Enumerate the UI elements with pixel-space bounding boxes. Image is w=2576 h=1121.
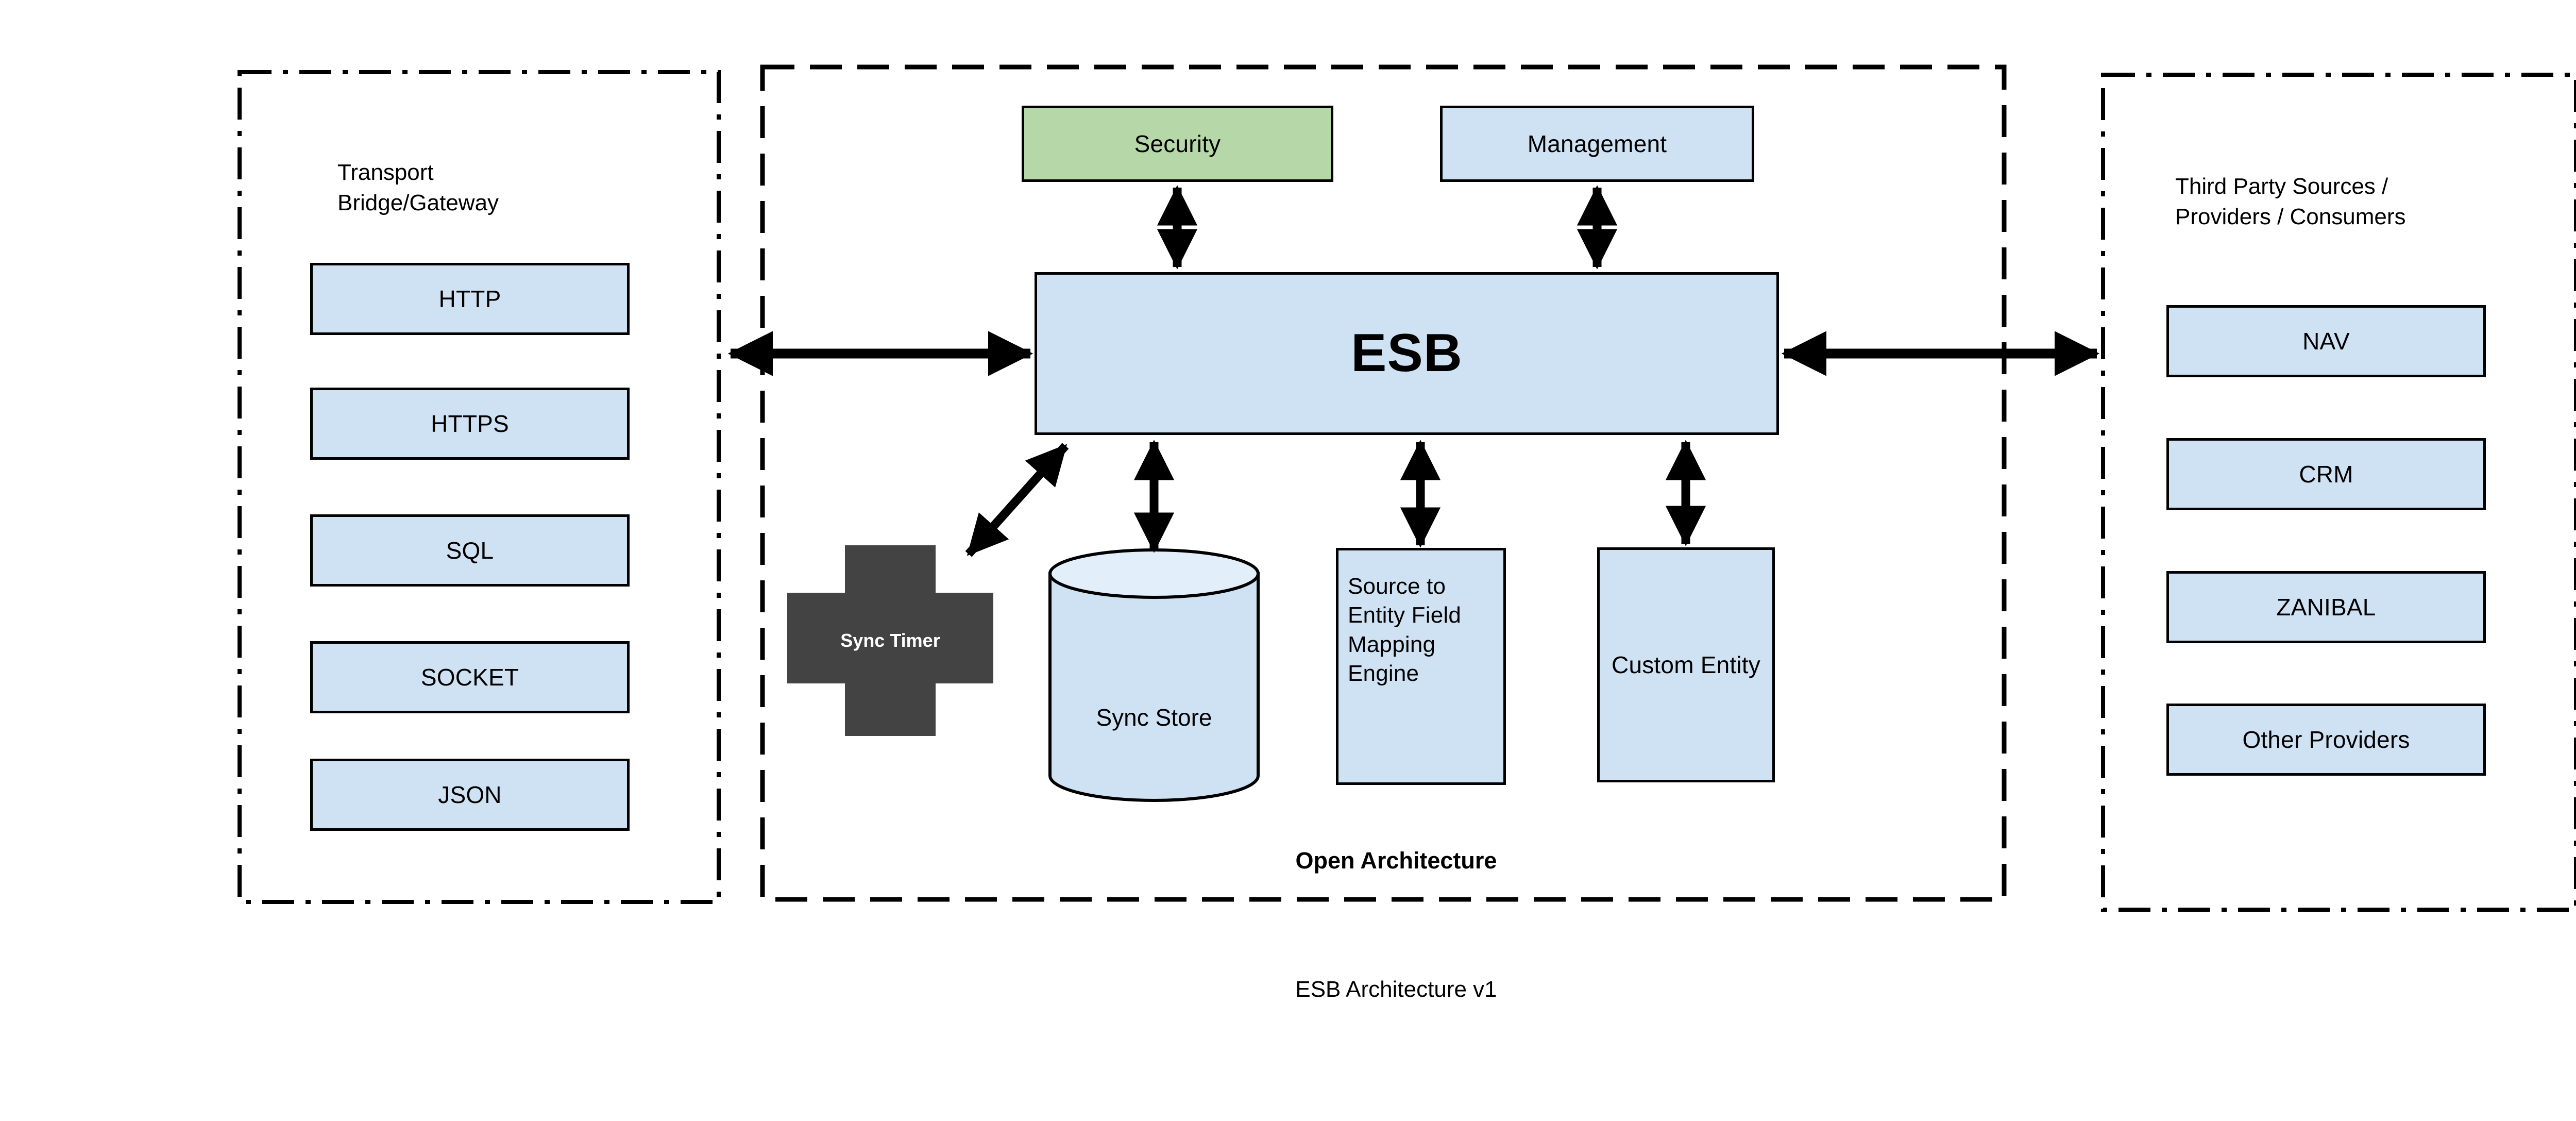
transport-item-json[interactable]: JSON — [310, 759, 630, 831]
center-panel-footer: Open Architecture — [1295, 847, 1497, 874]
right-panel-border — [2101, 73, 2576, 912]
transport-item-socket[interactable]: SOCKET — [310, 641, 630, 713]
provider-item-crm[interactable]: CRM — [2166, 438, 2486, 510]
management-box[interactable]: Management — [1440, 106, 1754, 182]
sync-store-shape[interactable]: Sync Store — [1048, 548, 1260, 802]
provider-item-other-providers[interactable]: Other Providers — [2166, 704, 2486, 776]
left-panel-caption: Transport Bridge/Gateway — [337, 160, 499, 216]
diagram-title: ESB Architecture v1 — [1295, 977, 1497, 1002]
right-panel-caption: Third Party Sources / Providers / Consum… — [2175, 174, 2406, 230]
center-panel-border — [760, 64, 2007, 902]
security-box[interactable]: Security — [1022, 106, 1333, 182]
transport-item-http[interactable]: HTTP — [310, 263, 630, 335]
mapping-engine-box[interactable]: Source to Entity Field Mapping Engine — [1336, 548, 1506, 785]
esb-hub-label: ESB — [1351, 323, 1463, 383]
left-panel-border — [238, 70, 721, 904]
transport-item-sql[interactable]: SQL — [310, 514, 630, 587]
custom-entity-box[interactable]: Custom Entity — [1597, 547, 1775, 782]
provider-item-nav[interactable]: NAV — [2166, 305, 2486, 377]
transport-item-https[interactable]: HTTPS — [310, 388, 630, 460]
sync-timer-shape[interactable]: Sync Timer — [787, 545, 993, 736]
provider-item-zanibal[interactable]: ZANIBAL — [2166, 571, 2486, 643]
esb-hub-box[interactable]: ESB — [1035, 272, 1779, 435]
